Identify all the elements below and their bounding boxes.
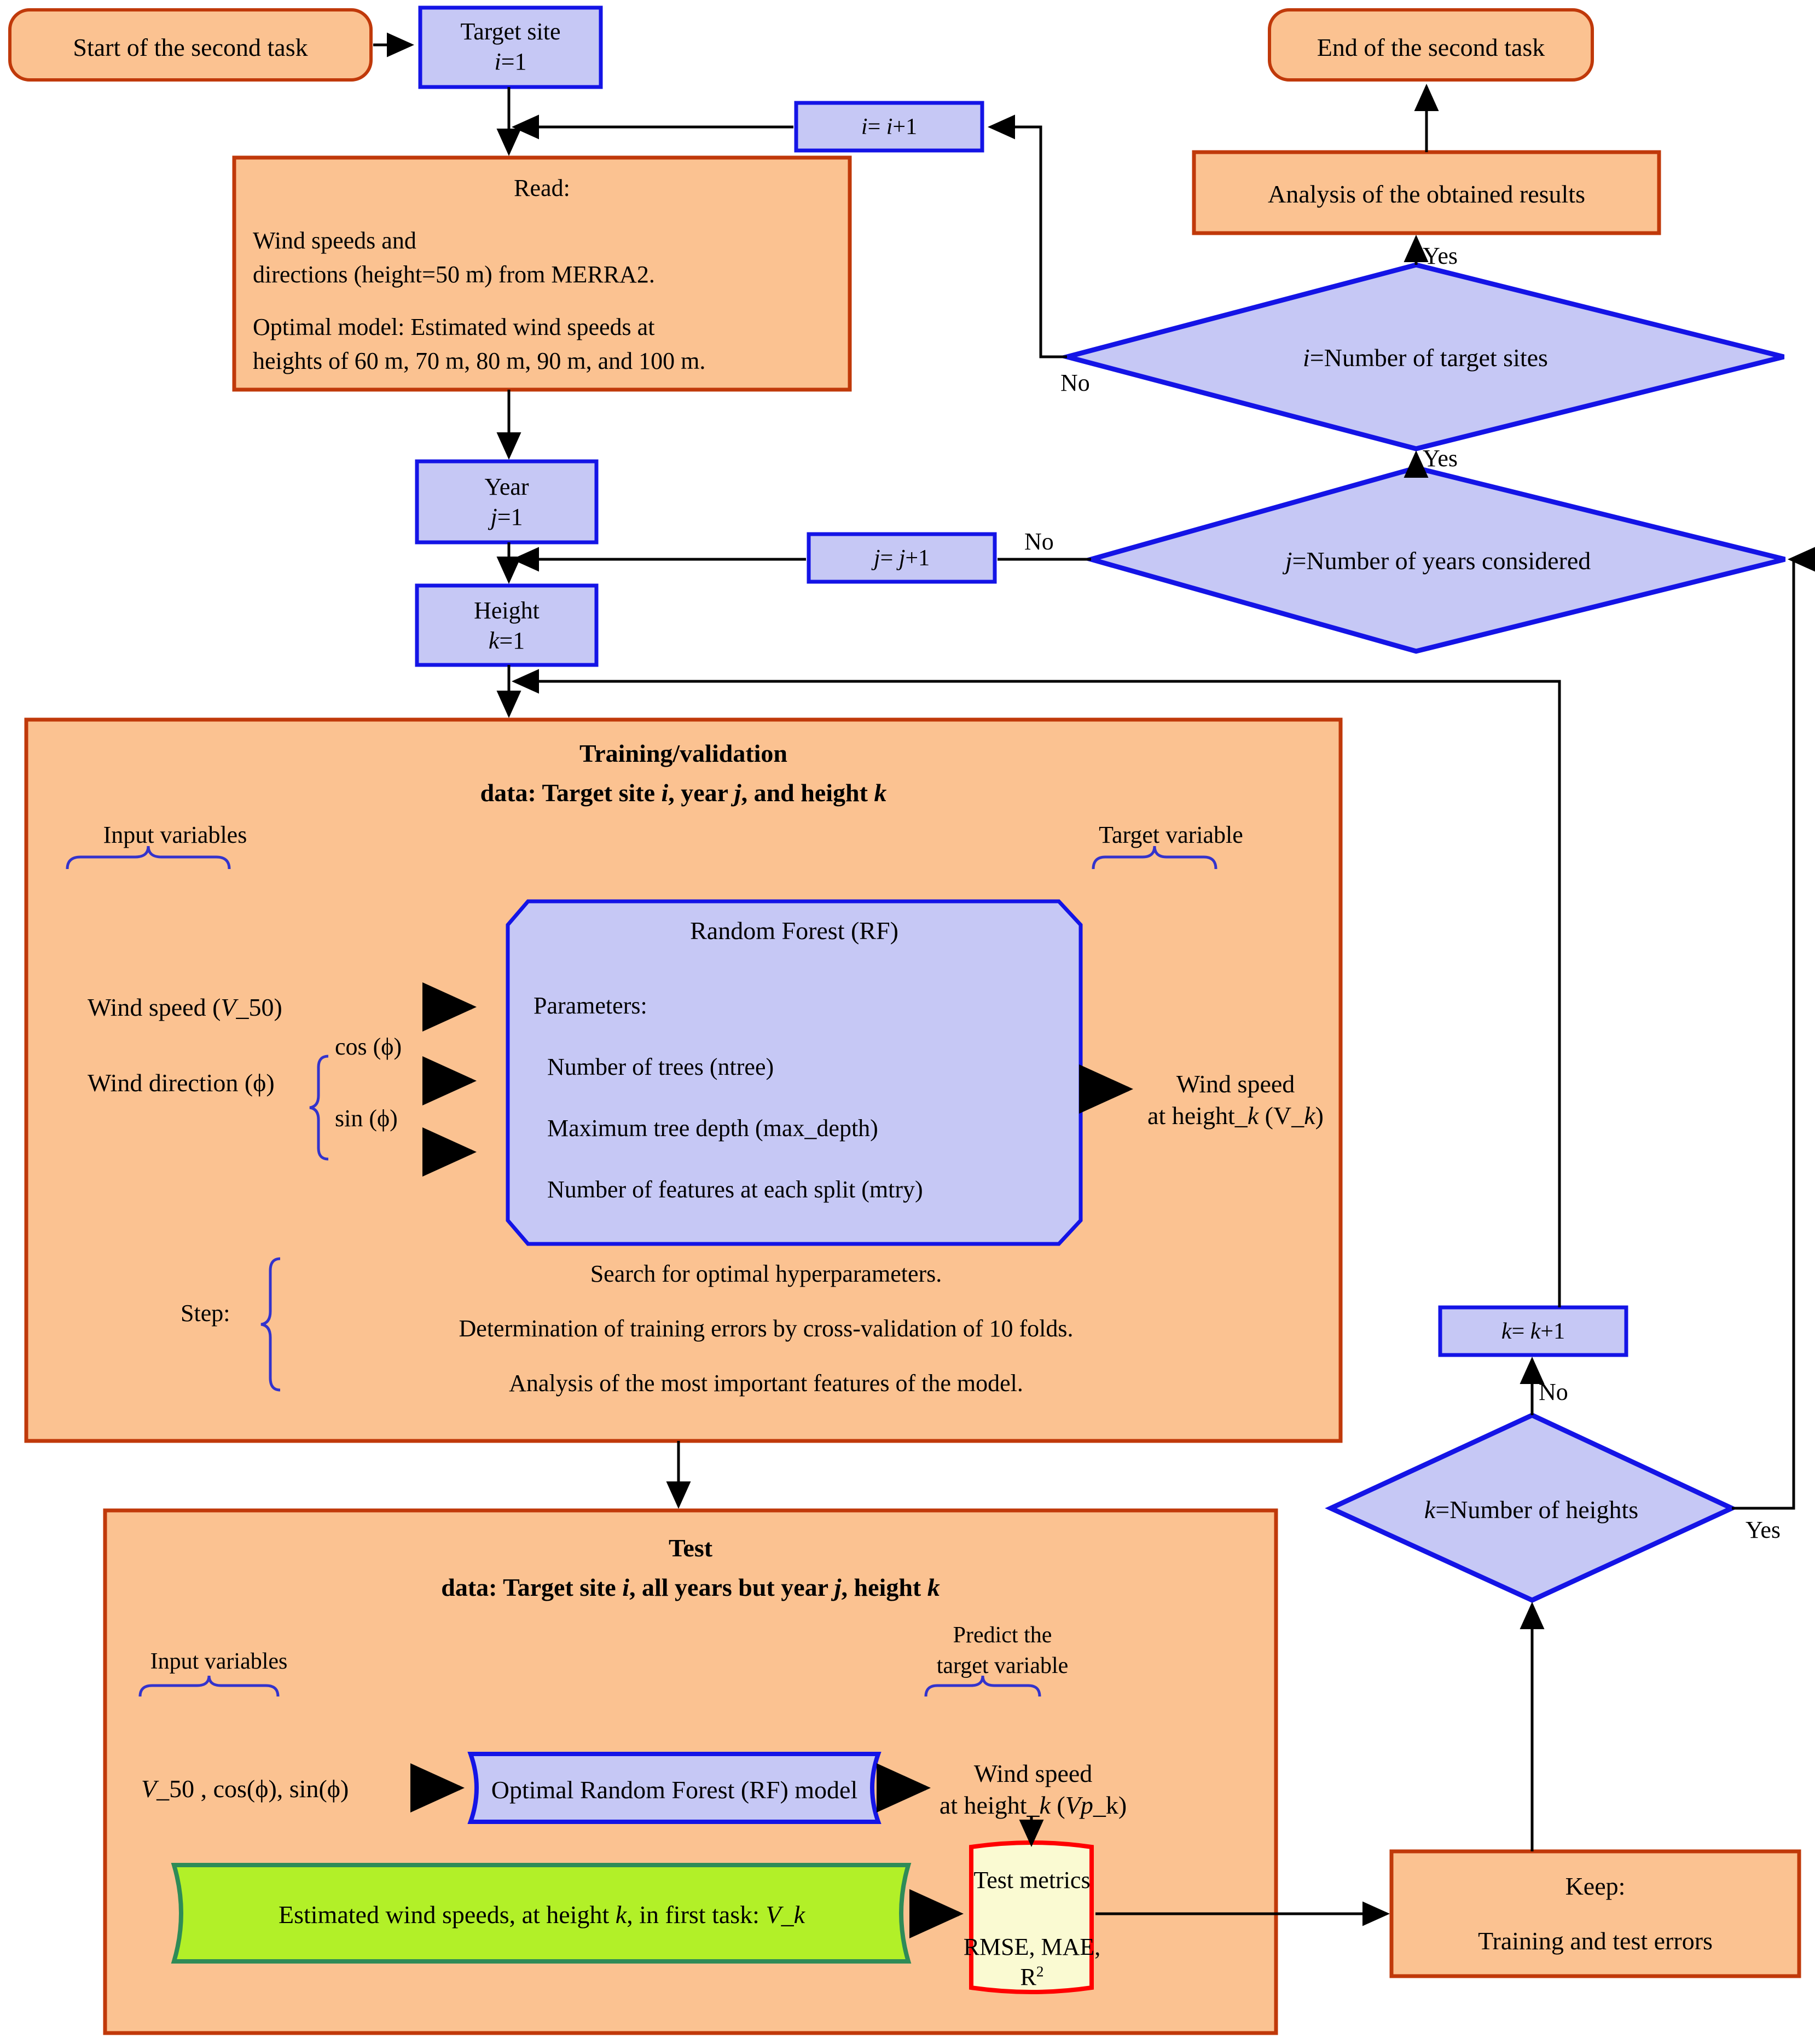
end-node-shape: [1268, 8, 1594, 82]
estimated-wind-speeds-shape: [171, 1863, 912, 1964]
target-site-node-shape: [418, 5, 603, 89]
test-metrics-shape: [969, 1840, 1094, 1994]
k-increment-node-shape: [1438, 1305, 1628, 1357]
wind-direction-brace: [309, 1055, 329, 1161]
edge-decision-i-no-to-i-increment: [988, 114, 1067, 358]
decision-k-shape: [1325, 1412, 1738, 1603]
decision-i-shape: [1057, 262, 1785, 451]
edge-k-increment-to-training: [512, 669, 1561, 1307]
test-predict-brace: [924, 1675, 1041, 1697]
start-node-shape: [8, 8, 373, 82]
edge-decision-k-yes-to-decision-j: [1732, 547, 1815, 1510]
height-node-shape: [415, 583, 599, 667]
target-variable-brace: [1092, 846, 1217, 870]
i-increment-node-shape: [794, 101, 984, 153]
keep-node-shape: [1389, 1849, 1801, 1978]
test-input-variables-brace: [138, 1675, 280, 1697]
input-variables-brace: [66, 846, 231, 870]
analysis-node-shape: [1192, 150, 1661, 235]
year-node-shape: [415, 459, 599, 545]
read-node-shape: [232, 155, 852, 392]
random-forest-box-shape: [506, 899, 1083, 1246]
j-increment-node-shape: [807, 532, 997, 584]
step-brace: [260, 1257, 281, 1392]
optimal-rf-model-shape: [467, 1752, 882, 1824]
decision-j-shape: [1082, 465, 1786, 654]
